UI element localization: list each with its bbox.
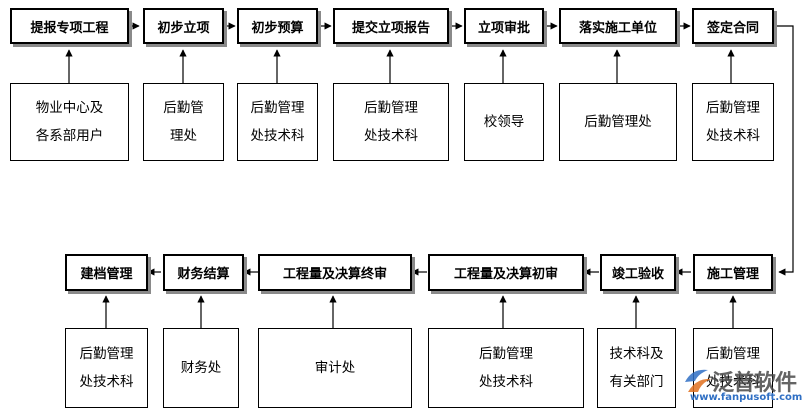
step-select-contractor: 落实施工单位 [559, 8, 677, 44]
step-preliminary-approval: 初步立项 [143, 8, 224, 44]
owner-label: 审计处 [314, 360, 356, 376]
arrow-wrap [774, 25, 794, 276]
owner-box: 审计处 [258, 328, 412, 408]
owner-label: 后勤管 理处 [163, 100, 204, 144]
owner-label: 后勤管理处 [584, 114, 652, 130]
step-label: 施工管理 [706, 267, 759, 282]
step-label: 提交立项报告 [351, 20, 430, 36]
watermark: 泛普软件 www.fanpusoft.com [682, 364, 806, 410]
step-label: 落实施工单位 [578, 20, 657, 36]
step-construction-management: 施工管理 [693, 254, 773, 291]
step-project-review: 立项审批 [464, 8, 544, 44]
step-completion-acceptance: 竣工验收 [600, 254, 676, 291]
step-label: 建档管理 [80, 267, 133, 282]
owner-box: 后勤管理 处技术科 [65, 328, 148, 408]
owner-label: 后勤管理 处技术科 [706, 100, 760, 144]
watermark-url: www.fanpusoft.com [690, 392, 803, 403]
owner-box: 后勤管理 处技术科 [428, 328, 584, 408]
step-submit-project: 提报专项工程 [10, 8, 129, 44]
owner-box: 后勤管理 处技术科 [333, 83, 449, 161]
owner-box: 财务处 [163, 328, 239, 408]
owner-box: 后勤管理 处技术科 [237, 83, 318, 161]
step-preliminary-budget: 初步预算 [237, 8, 318, 44]
owner-label: 物业中心及 各系部用户 [35, 100, 104, 144]
step-final-audit: 工程量及决算终审 [258, 254, 412, 291]
owner-label: 后勤管理 处技术科 [364, 100, 418, 144]
step-label: 工程量及决算初审 [453, 267, 558, 282]
owner-label: 后勤管理 处技术科 [79, 346, 134, 390]
owner-box: 后勤管理 处技术科 [693, 328, 773, 408]
owner-box: 后勤管理 处技术科 [692, 83, 774, 161]
step-label: 初步立项 [157, 20, 210, 36]
owner-label: 校领导 [483, 114, 525, 130]
step-label: 财务结算 [177, 267, 230, 282]
owner-label: 财务处 [180, 360, 222, 376]
owner-box: 技术科及 有关部门 [597, 328, 676, 408]
owner-label: 后勤管理 处技术科 [479, 346, 533, 390]
step-financial-settlement: 财务结算 [163, 254, 244, 291]
step-label: 立项审批 [477, 20, 530, 36]
fanpu-logo-icon [685, 369, 711, 392]
step-submit-report: 提交立项报告 [333, 8, 449, 44]
owner-label: 后勤管理 处技术科 [706, 346, 760, 390]
step-label: 提报专项工程 [30, 20, 109, 36]
step-label: 工程量及决算终审 [282, 267, 387, 282]
owner-box: 后勤管 理处 [143, 83, 224, 161]
owner-box: 物业中心及 各系部用户 [10, 83, 129, 161]
step-archive-management: 建档管理 [65, 254, 148, 291]
watermark-brand: 泛普软件 [712, 371, 797, 396]
owner-label: 后勤管理 处技术科 [250, 100, 305, 144]
owner-box: 后勤管理处 [559, 83, 677, 161]
step-label: 签定合同 [706, 20, 759, 36]
step-sign-contract: 签定合同 [692, 8, 774, 44]
step-label: 竣工验收 [611, 267, 664, 282]
owner-label: 技术科及 有关部门 [609, 346, 664, 390]
step-initial-audit: 工程量及决算初审 [428, 254, 584, 291]
step-label: 初步预算 [251, 20, 304, 36]
owner-box: 校领导 [464, 83, 544, 161]
